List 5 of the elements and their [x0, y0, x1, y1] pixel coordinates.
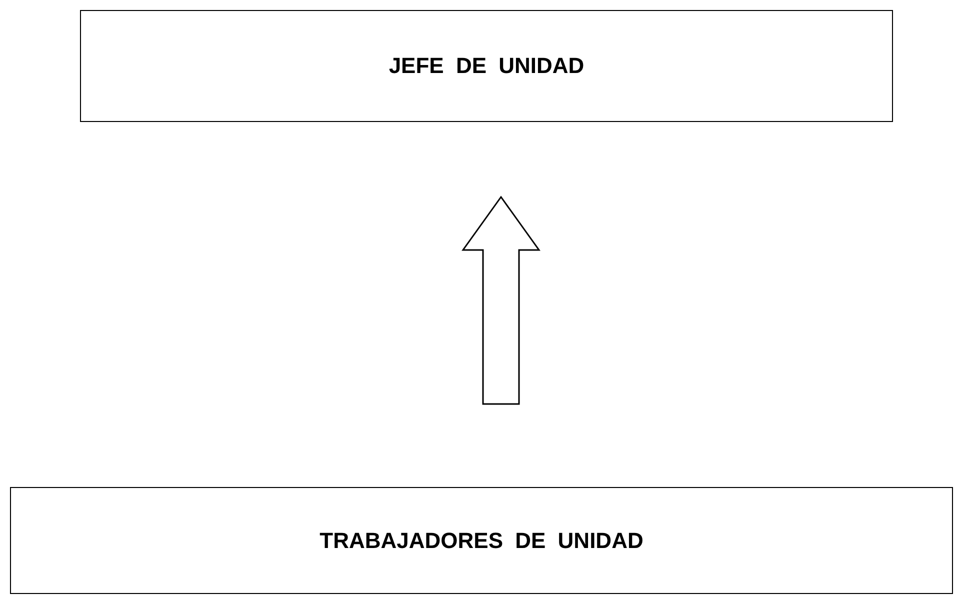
box-label: TRABAJADORES DE UNIDAD: [320, 528, 644, 554]
block-arrow: [462, 196, 540, 405]
process-box: [10, 487, 953, 594]
process-box: [80, 10, 893, 122]
box-label: JEFE DE UNIDAD: [388, 53, 584, 79]
